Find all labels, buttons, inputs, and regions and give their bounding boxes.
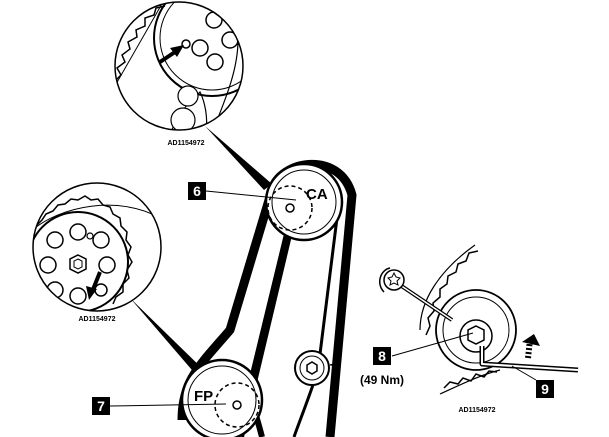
tensioner-pulley: T <box>294 350 339 386</box>
tensioner-pulley-label: T <box>330 361 339 378</box>
camshaft-pulley-label: CA <box>306 186 328 203</box>
callout-9-number: 9 <box>541 381 549 397</box>
callout-6-number: 6 <box>193 183 201 199</box>
callout-6: 6 <box>188 182 297 201</box>
crankshaft-pulley: FP <box>180 358 264 437</box>
callout-7-number: 7 <box>97 398 105 414</box>
tensioner-detail-code: AD1154972 <box>459 407 496 414</box>
callout-8-number: 8 <box>378 348 386 364</box>
callout-7: 7 <box>92 397 227 415</box>
camshaft-detail-view: AD1154972 <box>114 1 244 147</box>
camshaft-detail-code: AD1154972 <box>168 140 205 147</box>
detail-connectors <box>130 126 272 384</box>
crankshaft-detail-view: AD1154972 <box>32 182 162 323</box>
camshaft-pulley: CA <box>264 162 344 242</box>
crankshaft-pulley-label: FP <box>194 388 213 405</box>
crankshaft-detail-code: AD1154972 <box>79 316 116 323</box>
torque-spec: (49 Nm) <box>360 373 404 387</box>
rotation-arrow-icon <box>522 334 540 359</box>
tensioner-detail-view: 8 (49 Nm) 9 AD1154972 <box>360 244 579 414</box>
